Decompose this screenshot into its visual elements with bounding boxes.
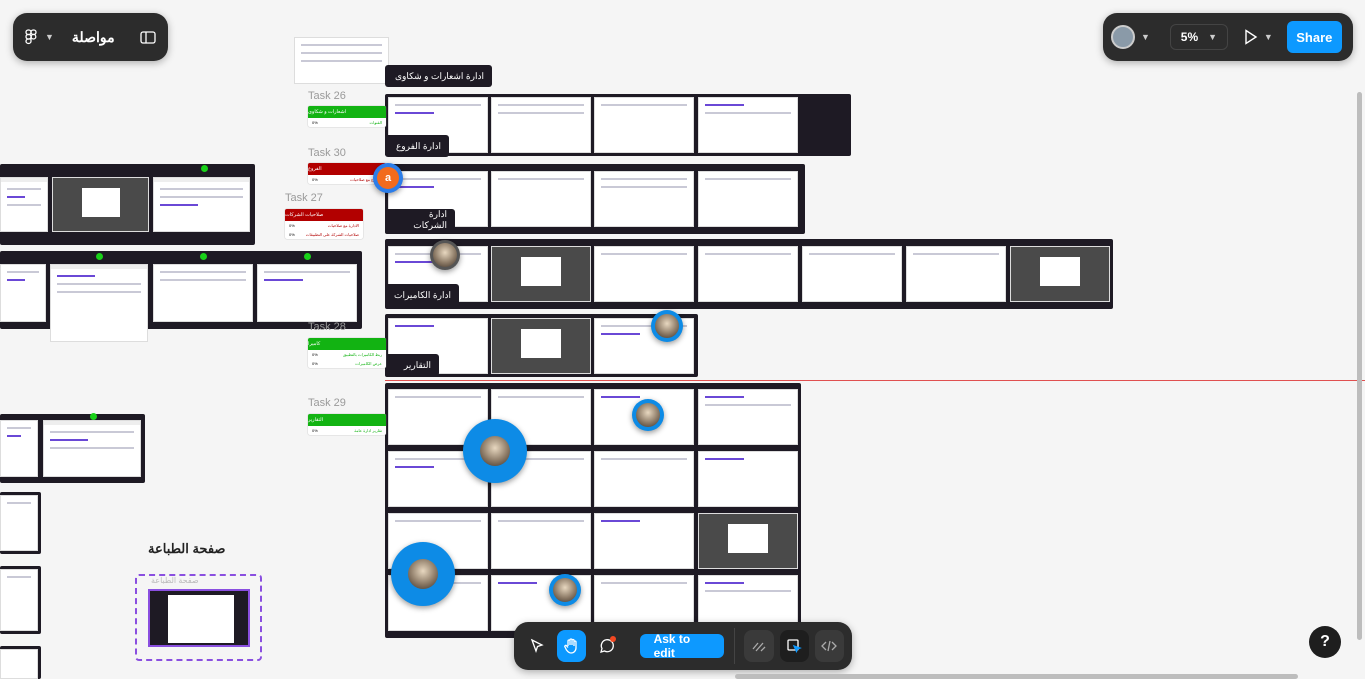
comment-tool[interactable] bbox=[592, 630, 621, 662]
hand-tool[interactable] bbox=[557, 630, 587, 662]
move-tool[interactable] bbox=[522, 630, 551, 662]
draw-icon bbox=[751, 638, 767, 654]
task-title: Task 28 bbox=[308, 321, 346, 333]
section-label-companies: ادارة الشركات bbox=[385, 209, 455, 231]
left-frame-group-2[interactable] bbox=[0, 251, 362, 342]
zoom-control[interactable]: 5%▼ bbox=[1169, 24, 1228, 50]
vertical-scrollbar[interactable] bbox=[1357, 92, 1362, 640]
hand-icon bbox=[563, 637, 581, 655]
task-title: Task 30 bbox=[308, 147, 346, 159]
left-frame-group-1[interactable] bbox=[0, 164, 255, 245]
section-reports[interactable] bbox=[385, 383, 801, 638]
collaborator-avatar-large[interactable] bbox=[391, 542, 455, 606]
chevron-down-icon[interactable]: ▼ bbox=[1263, 32, 1273, 42]
connector-line bbox=[385, 380, 1365, 381]
task-title: Task 27 bbox=[285, 192, 323, 204]
print-page-frame[interactable]: صفحة الطباعة bbox=[135, 574, 262, 661]
draw-mode-button[interactable] bbox=[744, 630, 774, 662]
print-page-title: صفحة الطباعة bbox=[148, 541, 226, 556]
file-name[interactable]: مواصلة bbox=[71, 28, 115, 45]
section-label-notifications: ادارة اشعارات و شكاوى bbox=[385, 65, 492, 87]
left-frame-5[interactable] bbox=[0, 566, 41, 634]
dev-mode-button[interactable] bbox=[814, 630, 844, 662]
design-mode-button[interactable] bbox=[779, 630, 809, 662]
task-title: Task 26 bbox=[308, 90, 346, 102]
section-branches[interactable] bbox=[385, 164, 805, 234]
toolbar-divider bbox=[733, 628, 735, 664]
play-icon[interactable] bbox=[1244, 29, 1258, 45]
help-button[interactable]: ? bbox=[1309, 626, 1341, 658]
task-title: Task 29 bbox=[308, 397, 346, 409]
share-button[interactable]: Share bbox=[1286, 21, 1342, 53]
top-left-toolbar: ▼ مواصلة bbox=[13, 13, 168, 61]
collaborator-avatar[interactable] bbox=[632, 399, 664, 431]
section-notifications[interactable] bbox=[385, 94, 851, 156]
figma-logo-icon[interactable] bbox=[25, 29, 37, 45]
sidebar-toggle-icon[interactable] bbox=[140, 30, 156, 44]
section-label-reports: التقارير bbox=[385, 354, 439, 376]
notification-dot bbox=[609, 636, 616, 642]
section-companies[interactable] bbox=[385, 239, 1113, 309]
ask-to-edit-button[interactable]: Ask to edit bbox=[639, 632, 724, 660]
collaborator-avatar-letter[interactable]: a bbox=[373, 163, 403, 193]
collaborator-avatar[interactable] bbox=[549, 574, 581, 606]
section-label-branches: ادارة الفروع bbox=[385, 135, 449, 157]
design-icon bbox=[786, 638, 803, 654]
top-document-frame[interactable] bbox=[294, 37, 389, 84]
collaborator-avatar[interactable] bbox=[430, 240, 460, 270]
left-frame-4[interactable] bbox=[0, 492, 41, 554]
top-right-toolbar: ▼ 5%▼ ▼ Share bbox=[1103, 13, 1353, 61]
left-frame-6[interactable] bbox=[0, 646, 41, 679]
chevron-down-icon[interactable]: ▼ bbox=[45, 32, 54, 42]
collaborator-avatar-large[interactable] bbox=[463, 419, 527, 483]
user-avatar[interactable] bbox=[1111, 25, 1135, 49]
left-frame-group-3[interactable] bbox=[0, 414, 145, 483]
collaborator-avatar[interactable] bbox=[651, 310, 683, 342]
horizontal-scrollbar[interactable] bbox=[735, 674, 1298, 679]
chevron-down-icon[interactable]: ▼ bbox=[1141, 32, 1150, 42]
cursor-icon bbox=[529, 638, 545, 654]
chevron-down-icon: ▼ bbox=[1208, 32, 1218, 42]
section-label-cameras: ادارة الكاميرات bbox=[385, 284, 459, 306]
code-icon bbox=[821, 638, 838, 654]
bottom-toolbar: Ask to edit bbox=[514, 622, 852, 670]
